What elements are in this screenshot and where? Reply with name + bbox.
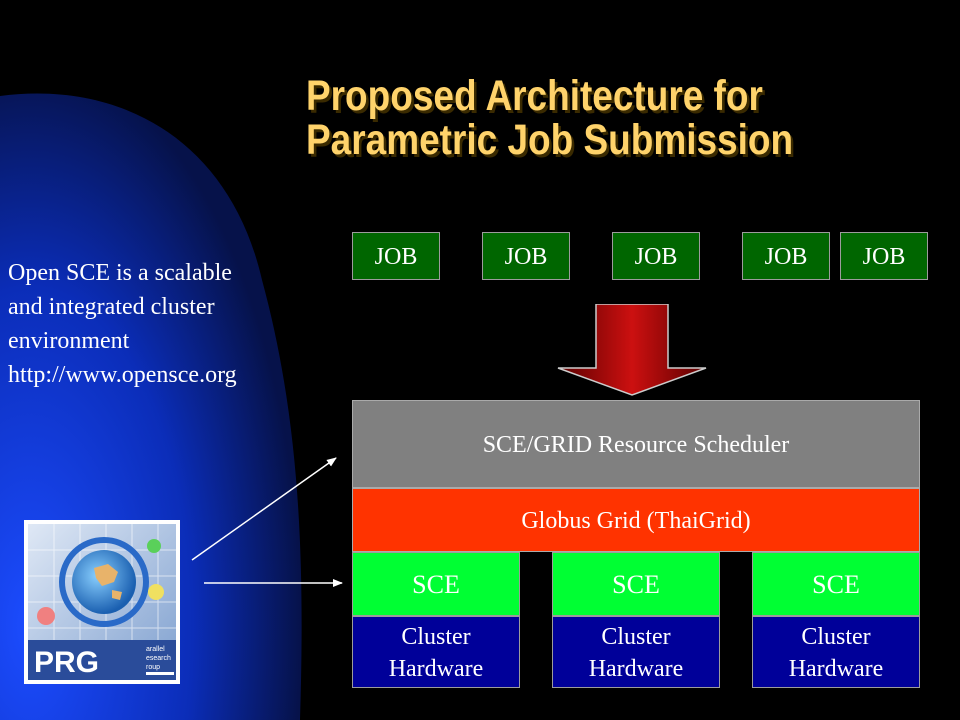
cluster-hardware-box-2: Cluster Hardware: [552, 616, 720, 688]
resource-scheduler-layer: SCE/GRID Resource Scheduler: [352, 400, 920, 488]
logo-small-line-2: esearch: [146, 655, 171, 662]
job-box-5: JOB: [840, 232, 928, 280]
prg-logo: PRG arallel esearch roup: [24, 520, 180, 684]
logo-small-line-1: arallel: [146, 646, 165, 653]
globus-grid-layer: Globus Grid (ThaiGrid): [352, 488, 920, 552]
sce-box-3: SCE: [752, 552, 920, 616]
hardware-label-line-1: Cluster: [601, 624, 671, 650]
description-line-3: environment: [8, 328, 130, 354]
description-text: Open SCE is a scalable and integrated cl…: [8, 256, 328, 392]
description-line-2: and integrated cluster: [8, 294, 215, 320]
cluster-hardware-box-3: Cluster Hardware: [752, 616, 920, 688]
description-line-1: Open SCE is a scalable: [8, 260, 232, 286]
logo-small-line-3: roup: [146, 664, 160, 671]
sce-box-1: SCE: [352, 552, 520, 616]
title-line-2: Parametric Job Submission: [306, 116, 794, 164]
job-box-3: JOB: [612, 232, 700, 280]
sce-box-2: SCE: [552, 552, 720, 616]
down-arrow-icon: [557, 304, 707, 396]
job-box-1: JOB: [352, 232, 440, 280]
title-line-1: Proposed Architecture for: [306, 72, 763, 120]
description-url[interactable]: http://www.opensce.org: [8, 362, 237, 388]
hardware-label-line-1: Cluster: [401, 624, 471, 650]
hardware-label-line-2: Hardware: [588, 656, 684, 682]
slide-title: Proposed Architecture for Parametric Job…: [306, 74, 856, 162]
hardware-label-line-2: Hardware: [388, 656, 484, 682]
logo-text: PRG: [34, 646, 99, 679]
job-box-2: JOB: [482, 232, 570, 280]
cluster-hardware-box-1: Cluster Hardware: [352, 616, 520, 688]
hardware-label-line-1: Cluster: [801, 624, 871, 650]
job-box-4: JOB: [742, 232, 830, 280]
hardware-label-line-2: Hardware: [788, 656, 884, 682]
